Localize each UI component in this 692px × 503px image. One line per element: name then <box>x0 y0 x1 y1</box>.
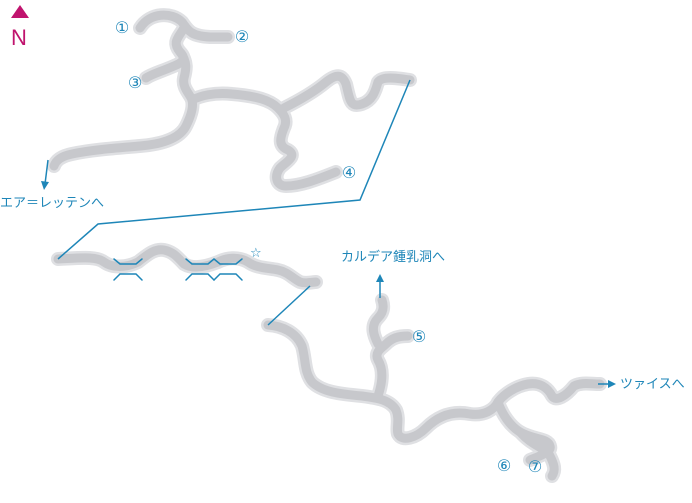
exit-arrow-north-icon <box>376 274 384 298</box>
marker-5: ⑤ <box>411 327 427 346</box>
connector-upper-middle <box>57 79 411 260</box>
marker-3: ③ <box>127 73 143 92</box>
star-marker: ☆ <box>250 246 262 261</box>
north-arrow-icon <box>11 5 29 18</box>
exit-label-west: エア＝レッテンへ <box>0 196 105 211</box>
marker-4: ④ <box>341 163 357 182</box>
bridge-1 <box>113 258 143 281</box>
marker-1: ① <box>114 18 130 37</box>
exit-arrow-west-icon <box>41 159 49 190</box>
middle-cave-route <box>51 242 323 290</box>
connector-middle-lower <box>267 285 311 326</box>
section-connectors <box>57 79 411 326</box>
exit-label-east: ツァイスへ <box>620 377 685 392</box>
marker-7: ⑦ <box>527 457 543 476</box>
upper-cave-route <box>47 8 417 193</box>
exit-label-north: カルデア鍾乳洞へ <box>341 250 446 265</box>
bridge-2 <box>185 258 215 281</box>
bridge-3 <box>213 258 243 281</box>
exit-arrow-east-icon <box>598 380 616 388</box>
bridges <box>113 258 243 281</box>
north-label: N <box>11 25 27 50</box>
lower-cave-route <box>261 293 607 483</box>
marker-6: ⑥ <box>496 456 512 475</box>
marker-2: ② <box>234 27 250 46</box>
